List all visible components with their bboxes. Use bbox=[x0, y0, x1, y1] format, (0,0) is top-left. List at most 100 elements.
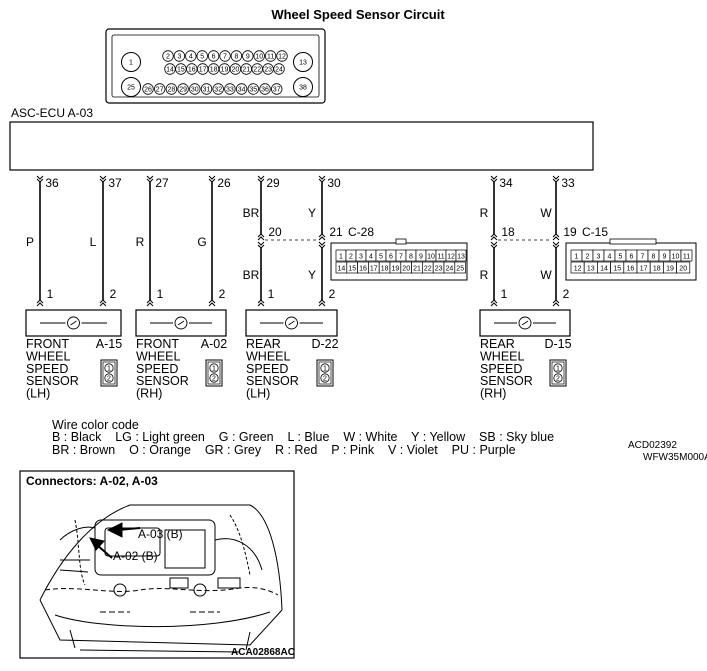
connector-mark bbox=[257, 299, 265, 307]
ecu-pin-label: 34 bbox=[238, 86, 246, 93]
sensor-connector-pin-label: 2 bbox=[556, 376, 560, 383]
sensor-pin-number: 2 bbox=[329, 287, 336, 301]
ecu-pin-label: 22 bbox=[253, 66, 261, 73]
wire-code-heading: Wire color code bbox=[52, 418, 139, 432]
ecu-pin bbox=[219, 50, 231, 62]
c28-pin-label: 14 bbox=[338, 266, 346, 273]
ecu-pin bbox=[276, 50, 288, 62]
ecu-pin-label: 37 bbox=[273, 86, 281, 93]
c15-pin-label: 20 bbox=[679, 266, 687, 273]
sensor-connector-pin bbox=[104, 373, 114, 383]
sensor-coil-mark bbox=[70, 320, 77, 326]
connector-mark bbox=[318, 175, 326, 183]
c15-pin-label: 8 bbox=[652, 254, 656, 261]
c15-pin-label: 9 bbox=[663, 254, 667, 261]
c15-pin-label: 5 bbox=[619, 254, 623, 261]
sensor-connector-pin bbox=[553, 363, 563, 373]
ecu-pin bbox=[235, 83, 248, 95]
wire-color-label: W bbox=[540, 206, 552, 220]
ecu-pin-label: 3 bbox=[177, 53, 181, 60]
ecu-pin-number: 37 bbox=[108, 176, 122, 190]
sensor-pin-number: 1 bbox=[157, 287, 164, 301]
ecu-pin-label: 2 bbox=[166, 53, 170, 60]
c15-pin-label: 14 bbox=[600, 266, 608, 273]
ecu-pin-label: 32 bbox=[214, 86, 222, 93]
sensors: FRONTWHEELSPEEDSENSOR(LH)A-1512FRONTWHEE… bbox=[25, 309, 572, 401]
c28-pin-label: 25 bbox=[456, 266, 464, 273]
connector-mark bbox=[36, 175, 44, 183]
ecu-pin bbox=[293, 77, 313, 97]
sensor-connector-pin-label: 2 bbox=[107, 376, 111, 383]
sensor-name: SENSOR bbox=[136, 374, 189, 388]
ecu-pin bbox=[185, 50, 197, 62]
c15-pin-label: 4 bbox=[608, 254, 612, 261]
ecu-pin-label: 13 bbox=[299, 60, 307, 67]
connector-mark bbox=[490, 241, 498, 249]
connector-mark bbox=[146, 175, 154, 183]
ecu-pin bbox=[121, 77, 141, 97]
ecu-pin-label: 31 bbox=[203, 86, 211, 93]
sensor-name: (LH) bbox=[246, 387, 270, 401]
sensor-pin-number: 2 bbox=[110, 287, 117, 301]
wire-code-line1: B : Black LG : Light green G : Green L :… bbox=[52, 430, 554, 444]
sensor-name: WHEEL bbox=[26, 349, 71, 363]
ecu-pin bbox=[165, 83, 178, 95]
c15-pin-label: 7 bbox=[641, 254, 645, 261]
c28-pin bbox=[455, 249, 467, 262]
connector-mark bbox=[318, 299, 326, 307]
connector-mark bbox=[257, 233, 265, 241]
ecu-pin bbox=[173, 50, 186, 62]
ecu-pin-label: 12 bbox=[278, 53, 286, 60]
sensor-name: (RH) bbox=[136, 387, 162, 401]
sensor-pin-number: 1 bbox=[268, 287, 275, 301]
c15-pin-label: 18 bbox=[653, 266, 661, 273]
c15-pin-label: 10 bbox=[672, 254, 680, 261]
c28-pin-label: 3 bbox=[359, 254, 363, 261]
ecu-pin bbox=[212, 83, 224, 95]
sensor-connector-code: A-02 bbox=[201, 337, 227, 351]
connector-mark bbox=[490, 233, 498, 241]
sensor-coil-mark bbox=[177, 320, 185, 326]
sensor-coil-mark bbox=[288, 320, 295, 326]
sensor-name: WHEEL bbox=[480, 349, 525, 363]
sensor-connector-pin bbox=[209, 363, 219, 373]
c15-pin-label: 3 bbox=[597, 254, 601, 261]
ecu-pin-number: 29 bbox=[266, 176, 280, 190]
sensor-connector-pin-label: 2 bbox=[323, 376, 327, 383]
c28-pin-label: 8 bbox=[409, 254, 413, 261]
connector-mark bbox=[208, 299, 216, 307]
sensor-pin-number: 1 bbox=[47, 287, 54, 301]
ref-code-2: WFW35M000A bbox=[643, 452, 707, 463]
sensor-name: FRONT bbox=[136, 337, 179, 351]
c15-pin-label: 15 bbox=[613, 266, 621, 273]
connector-mark bbox=[257, 175, 265, 183]
c28-pin-label: 22 bbox=[424, 266, 432, 273]
junction-pin-number: 21 bbox=[329, 225, 343, 239]
callout-arrows bbox=[89, 522, 141, 559]
sensor-pin-number: 1 bbox=[501, 287, 508, 301]
wire-color-label: W bbox=[540, 268, 552, 282]
c28-pin-label: 1 bbox=[339, 254, 343, 261]
connector-mark bbox=[552, 299, 560, 307]
junction-pin-number: 19 bbox=[563, 225, 577, 239]
ecu-pin-label: 35 bbox=[249, 86, 257, 93]
ecu-pin-label: 27 bbox=[156, 86, 164, 93]
sensor-name: SENSOR bbox=[26, 374, 79, 388]
connector-mark bbox=[552, 175, 560, 183]
ecu-pin-number: 33 bbox=[561, 176, 575, 190]
c15-pin-label: 6 bbox=[630, 254, 634, 261]
ecu-pin-label: 16 bbox=[188, 66, 196, 73]
c28-pin-label: 24 bbox=[446, 266, 454, 273]
sensor-name: WHEEL bbox=[136, 349, 181, 363]
wire-color-label: G bbox=[197, 235, 206, 249]
connector-mark bbox=[490, 175, 498, 183]
ecu-pin-label: 30 bbox=[191, 86, 199, 93]
ecu-pin bbox=[271, 83, 283, 95]
sensor-connector-code: D-22 bbox=[311, 337, 338, 351]
ecu-pin-number: 30 bbox=[327, 176, 341, 190]
ecu-pin-label: 9 bbox=[246, 53, 250, 60]
